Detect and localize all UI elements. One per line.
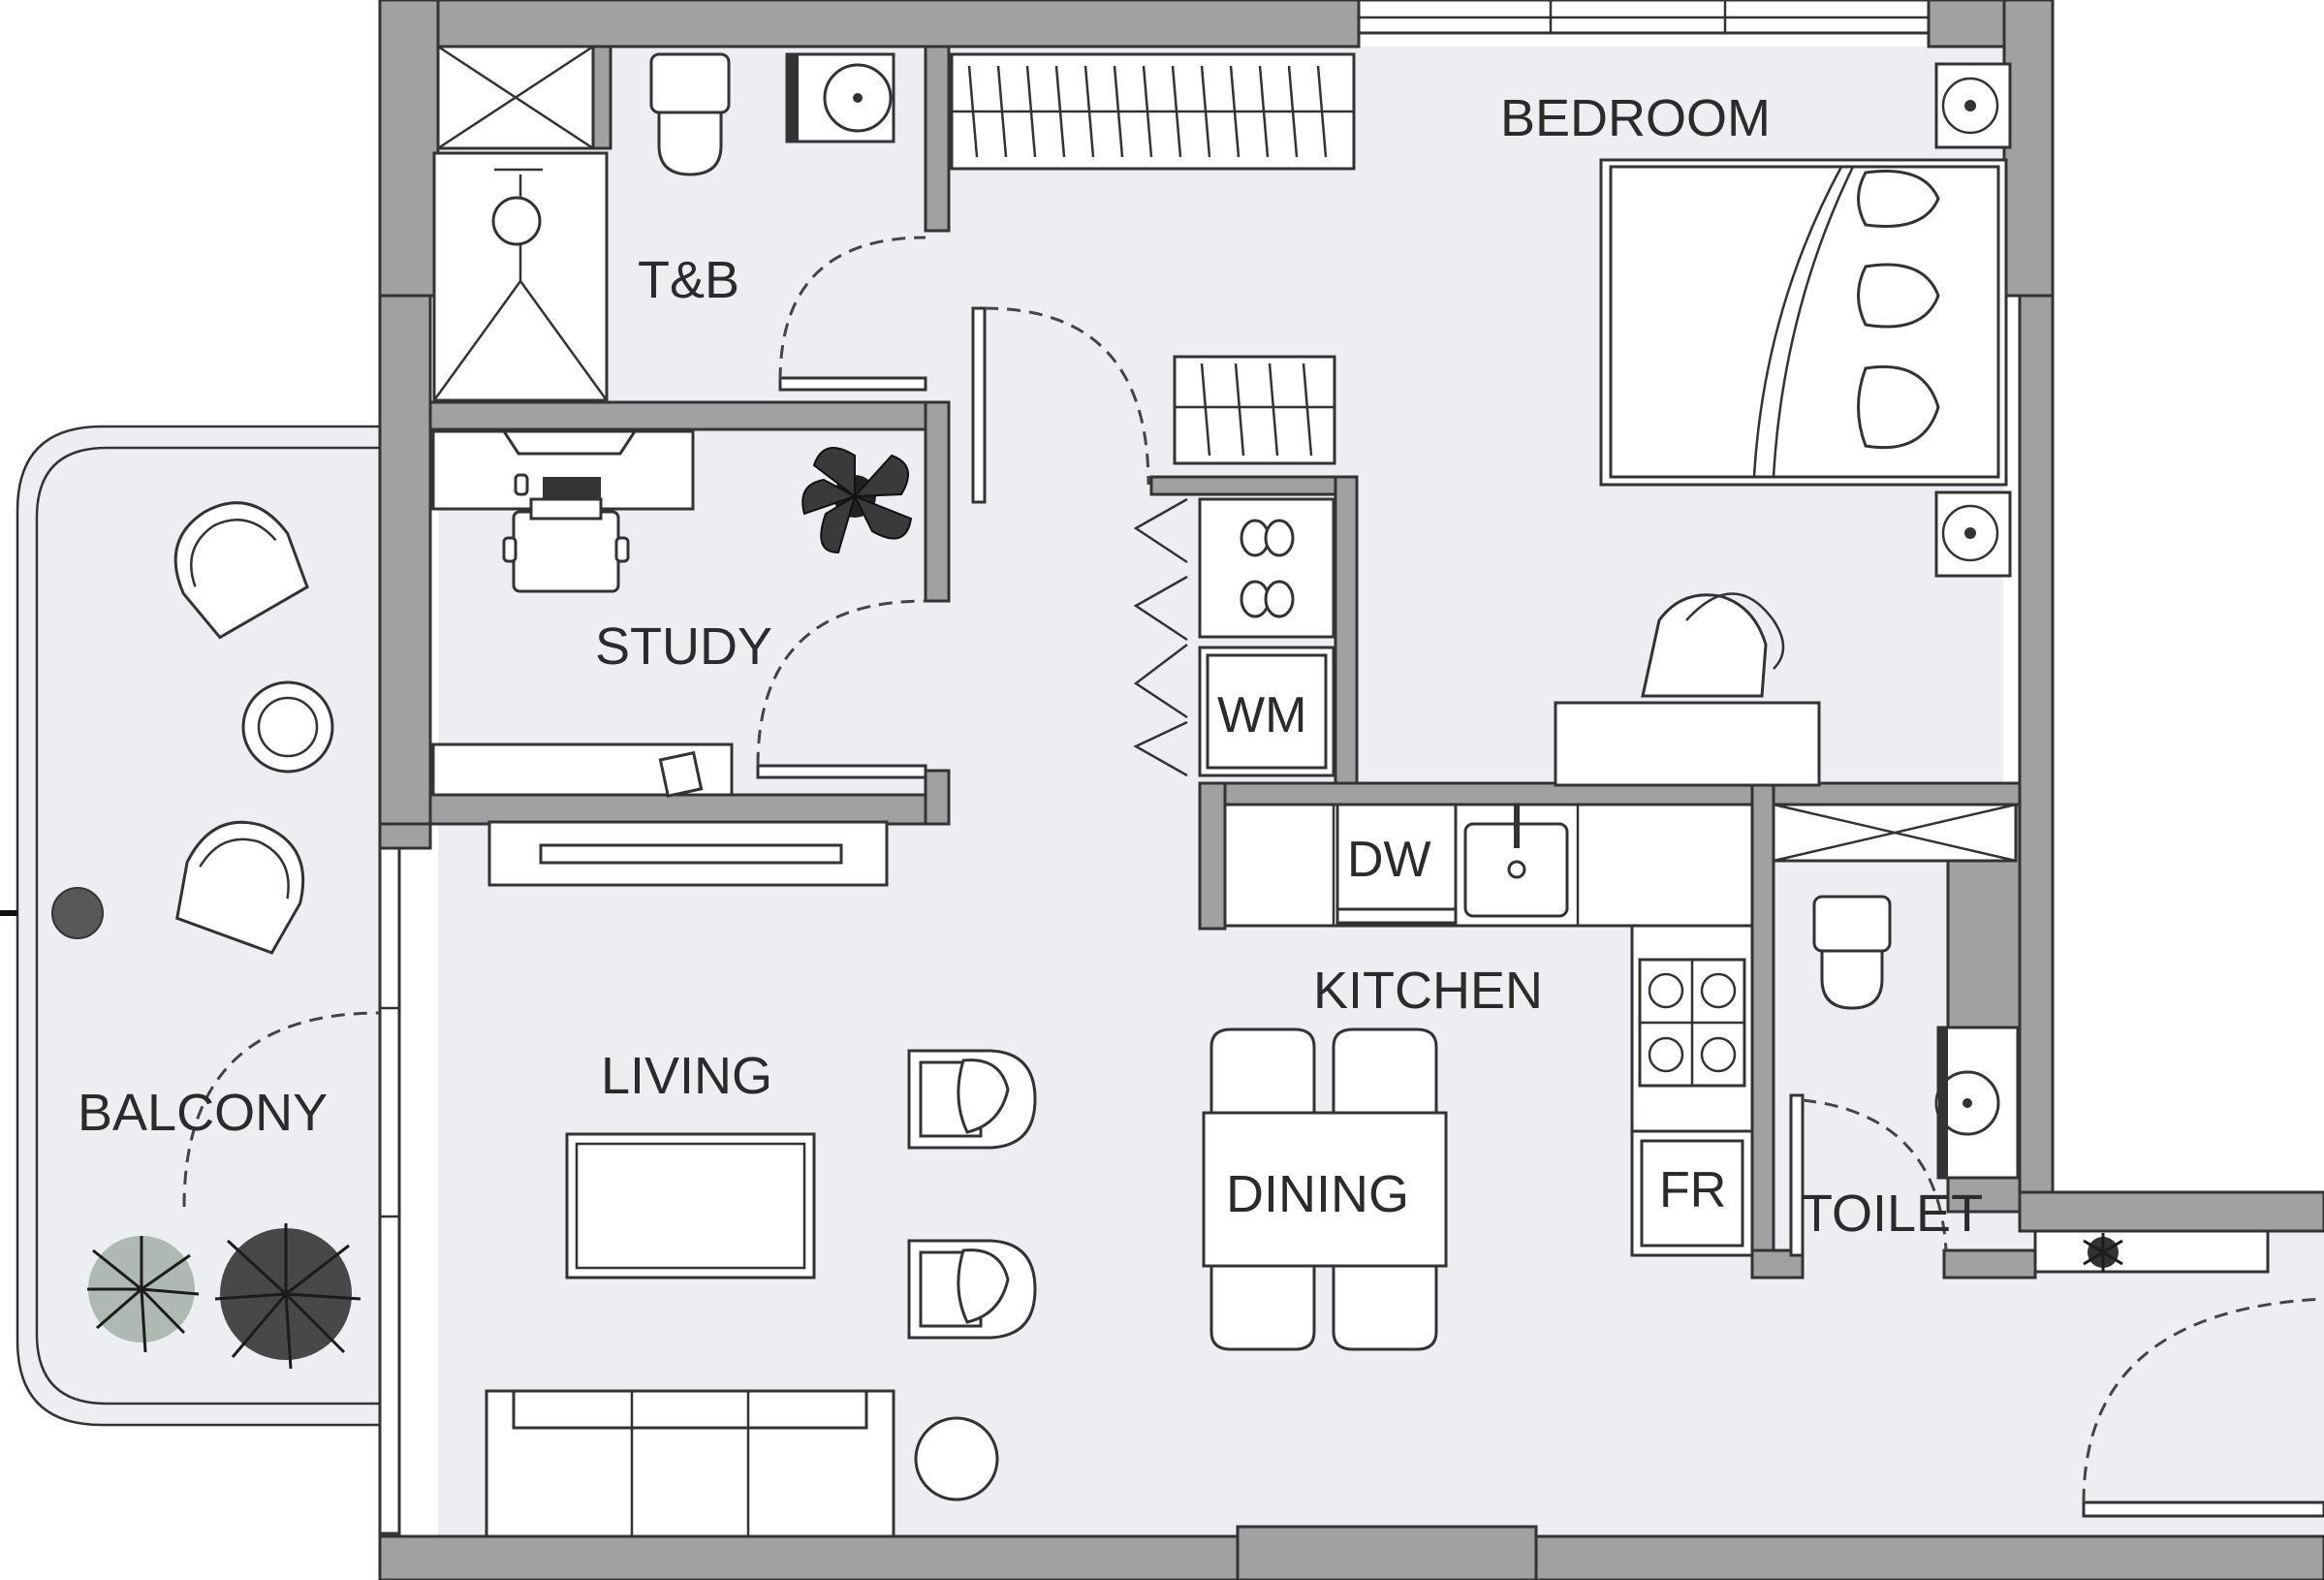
plant-balcony-small-icon [87, 1236, 200, 1353]
label-toilet: TOILET [1801, 1185, 1983, 1243]
label-living: LIVING [601, 1047, 772, 1105]
exterior-walls [378, 0, 2324, 1580]
label-study: STUDY [595, 617, 772, 676]
doors [756, 236, 2324, 1518]
balcony-outline [16, 425, 401, 1535]
label-dining: DINING [1226, 1165, 1409, 1223]
closet [1133, 355, 1336, 777]
label-tb: T&B [638, 251, 739, 309]
bedroom-furniture [1554, 62, 2012, 787]
wardrobe [950, 52, 1356, 171]
toilet-fixtures [1772, 803, 2123, 1272]
kitchen-furniture [1202, 803, 1754, 1351]
plant-corridor-icon [2083, 1233, 2123, 1272]
plant-study-icon [801, 447, 913, 554]
study-furniture [431, 429, 913, 798]
label-bedroom: BEDROOM [1500, 89, 1771, 147]
label-dw: DW [1347, 832, 1431, 888]
living-furniture [485, 820, 1037, 1538]
label-balcony: BALCONY [78, 1084, 328, 1142]
label-fr: FR [1659, 1162, 1726, 1218]
plant-balcony-large-icon [214, 1223, 361, 1370]
room-labels: BEDROOM T&B STUDY BALCONY LIVING KITCHEN… [78, 89, 1983, 1243]
balcony-furniture [0, 501, 381, 1370]
label-kitchen: KITCHEN [1313, 962, 1543, 1020]
tb-fixtures [432, 45, 895, 402]
label-wm: WM [1217, 687, 1306, 743]
